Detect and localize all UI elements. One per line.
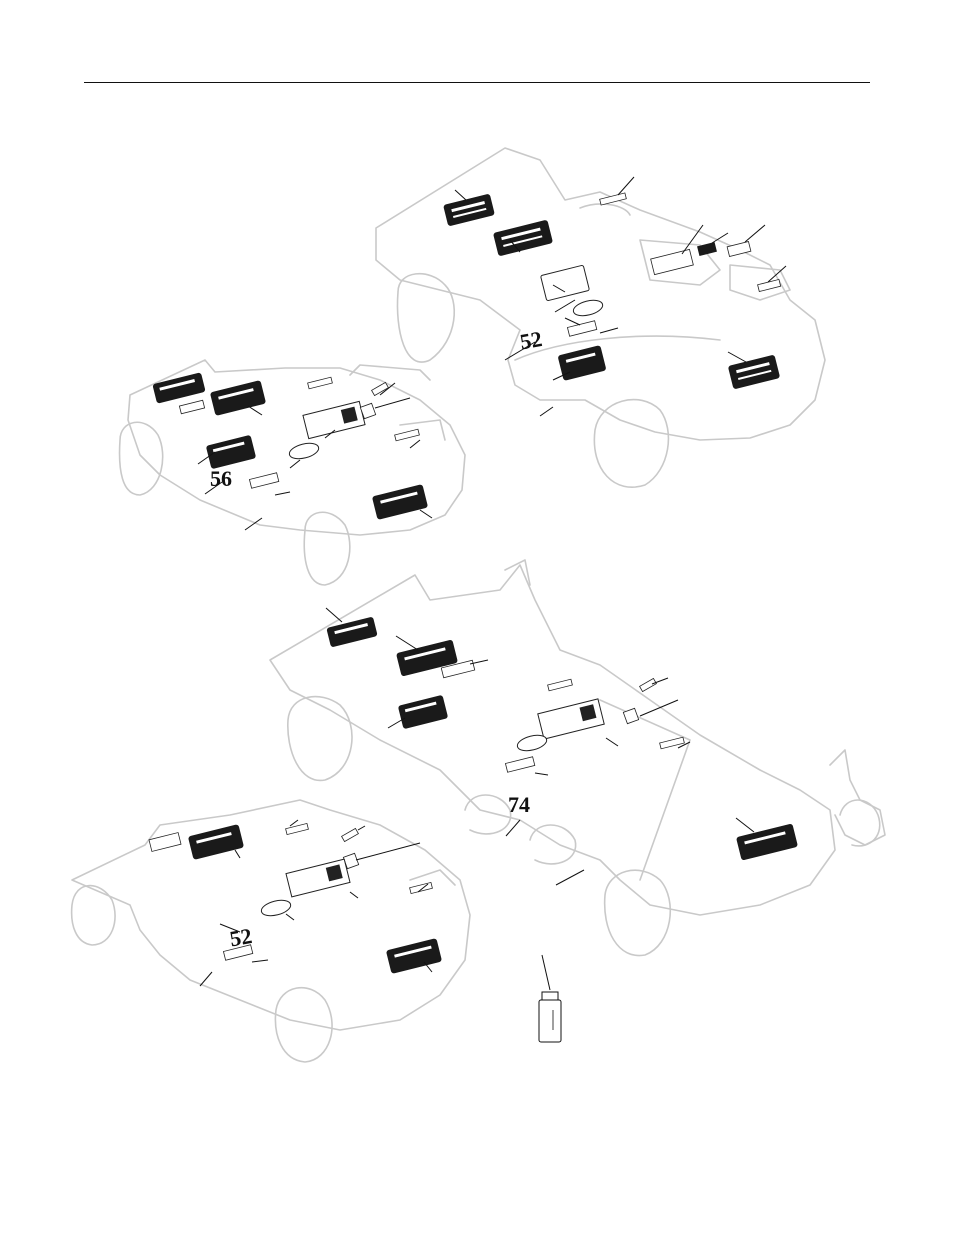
deck-size-label-middle-left: 56 xyxy=(210,466,232,491)
info-decal-56 xyxy=(303,401,365,438)
small-tag-b xyxy=(342,828,359,841)
decal-group-56-deck: 56 xyxy=(152,372,432,530)
striped-decal-b-2 xyxy=(286,823,309,834)
small-tag-56 xyxy=(372,382,389,395)
warning-decal-56-1 xyxy=(152,372,205,404)
striped-decal-56-2 xyxy=(249,473,278,489)
striped-decal-56-1 xyxy=(179,400,204,414)
warning-decal-1 xyxy=(443,194,495,227)
striped-decal-56-3 xyxy=(395,429,420,441)
warning-decal-56-4 xyxy=(372,484,428,520)
striped-decal-74-3 xyxy=(505,757,534,773)
brand-oval-decal-56 xyxy=(288,441,320,462)
striped-decal-b-1 xyxy=(149,833,181,852)
warning-decal-4 xyxy=(728,355,780,390)
info-decal-b xyxy=(286,859,350,897)
warning-decal-56-3 xyxy=(206,435,256,469)
warning-decal-56-2 xyxy=(210,380,266,416)
striped-decal-2 xyxy=(651,249,694,274)
decal-group-bottom-deck: 52 xyxy=(149,820,442,986)
small-dark-decal xyxy=(697,242,717,256)
decal-group-top-deck: 52 xyxy=(443,177,786,416)
warning-decal-2 xyxy=(493,220,553,257)
warning-decal-b-2 xyxy=(386,938,442,974)
decal-group-74-deck: 74 xyxy=(326,608,798,885)
warning-decal-74-4 xyxy=(736,823,798,860)
striped-decal-1 xyxy=(567,321,596,337)
deck-size-label-bottom-left: 52 xyxy=(228,923,254,951)
warning-decal-3 xyxy=(558,345,607,381)
deck-52-bottom-left xyxy=(72,800,470,1062)
warning-decal-74-3 xyxy=(398,695,448,729)
warning-decal-b-1 xyxy=(188,824,244,860)
striped-decal-5 xyxy=(600,193,627,205)
brand-oval-decal xyxy=(572,298,604,319)
striped-decal-b-3 xyxy=(410,882,433,893)
small-tag-74 xyxy=(640,678,657,691)
touch-up-paint-bottle xyxy=(539,955,561,1042)
info-decal-light xyxy=(541,265,590,301)
striped-decal-74-2 xyxy=(548,679,573,691)
info-decal-74 xyxy=(538,699,604,739)
deck-size-label-center: 74 xyxy=(508,792,530,817)
striped-decal-56-4 xyxy=(308,377,333,389)
warning-decal-74-1 xyxy=(326,616,377,647)
